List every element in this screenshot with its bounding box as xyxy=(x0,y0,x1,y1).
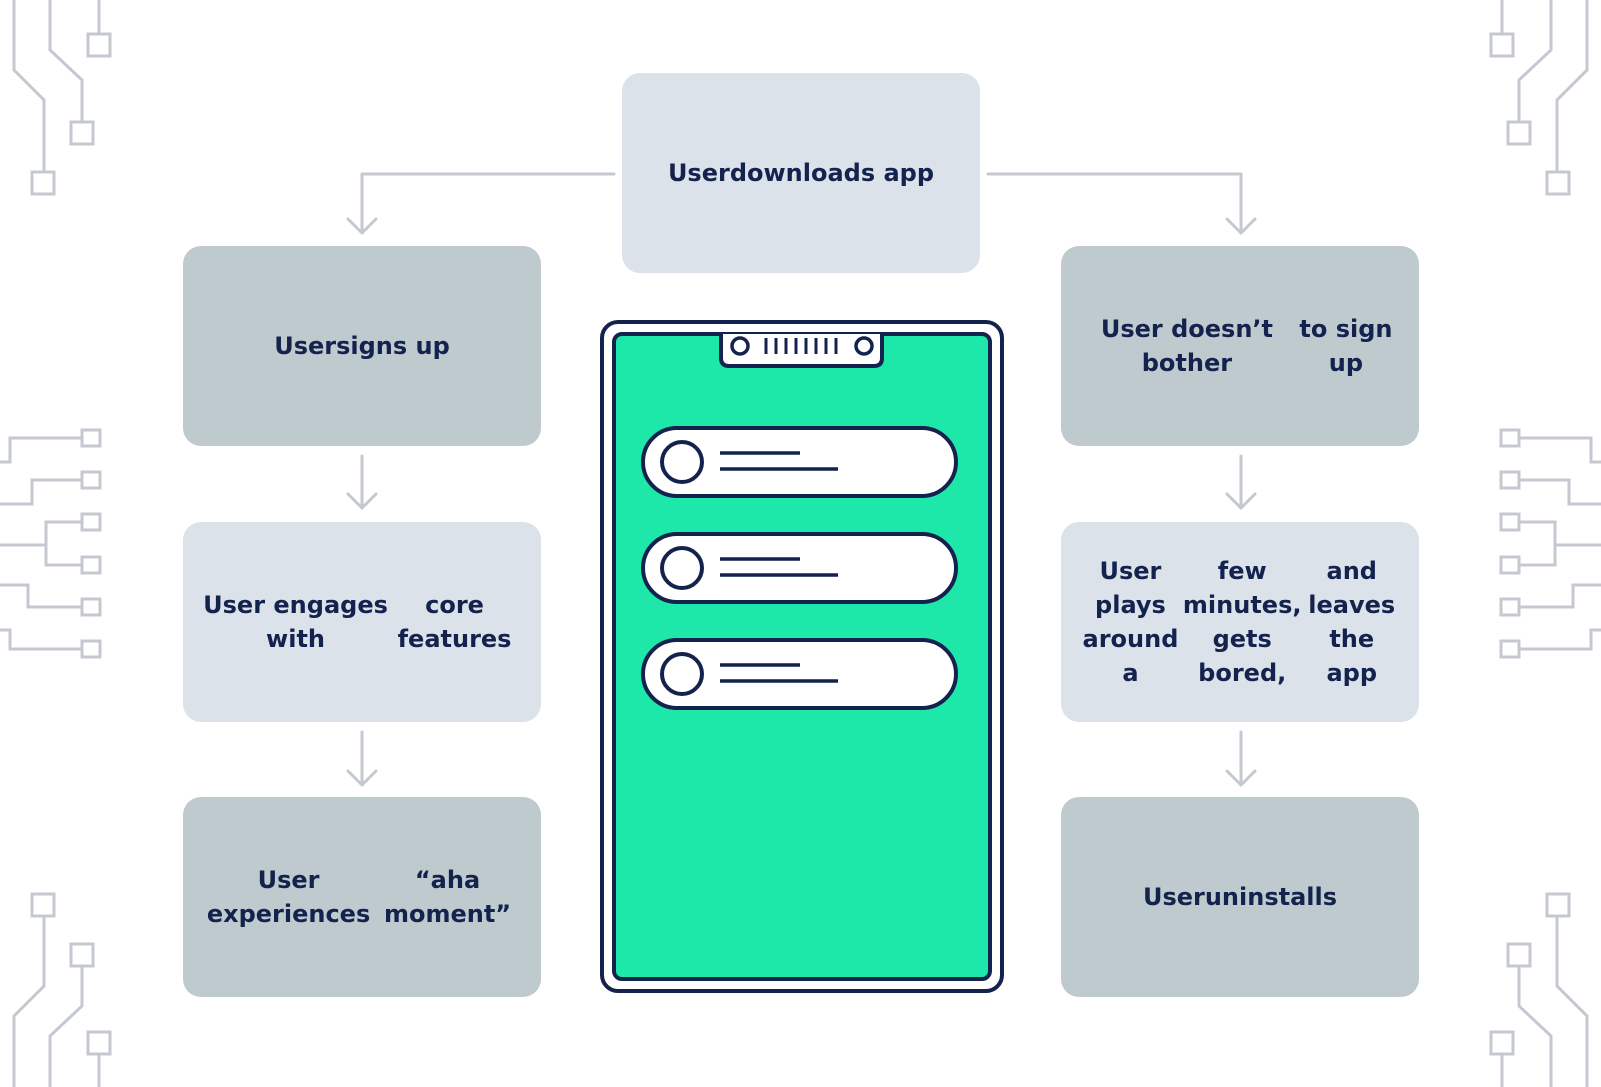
connector-top-to-no-signup xyxy=(986,172,1243,235)
arrowhead xyxy=(1225,217,1257,235)
arrowhead xyxy=(346,769,378,787)
speaker-grille xyxy=(764,338,838,354)
phone-list-item xyxy=(641,532,958,604)
arrowhead xyxy=(346,492,378,510)
avatar-circle-icon xyxy=(660,546,704,590)
phone-list-item xyxy=(641,426,958,498)
phone-list-item xyxy=(641,638,958,710)
list-item-pill xyxy=(641,532,958,604)
avatar-circle-icon xyxy=(660,652,704,696)
sensor-icon xyxy=(854,336,874,356)
phone-notch xyxy=(719,334,884,368)
connectors xyxy=(346,172,1257,787)
arrowhead xyxy=(1225,769,1257,787)
connector-top-to-signs-up xyxy=(360,172,616,235)
phone-illustration xyxy=(600,320,1004,993)
list-item-pill xyxy=(641,426,958,498)
list-item-pill xyxy=(641,638,958,710)
camera-icon xyxy=(730,336,750,356)
arrowhead xyxy=(1225,492,1257,510)
node-user-aha-moment: User experiences“aha moment” xyxy=(183,797,541,997)
arrowhead xyxy=(346,217,378,235)
avatar-circle-icon xyxy=(660,440,704,484)
phone-list xyxy=(641,426,958,710)
